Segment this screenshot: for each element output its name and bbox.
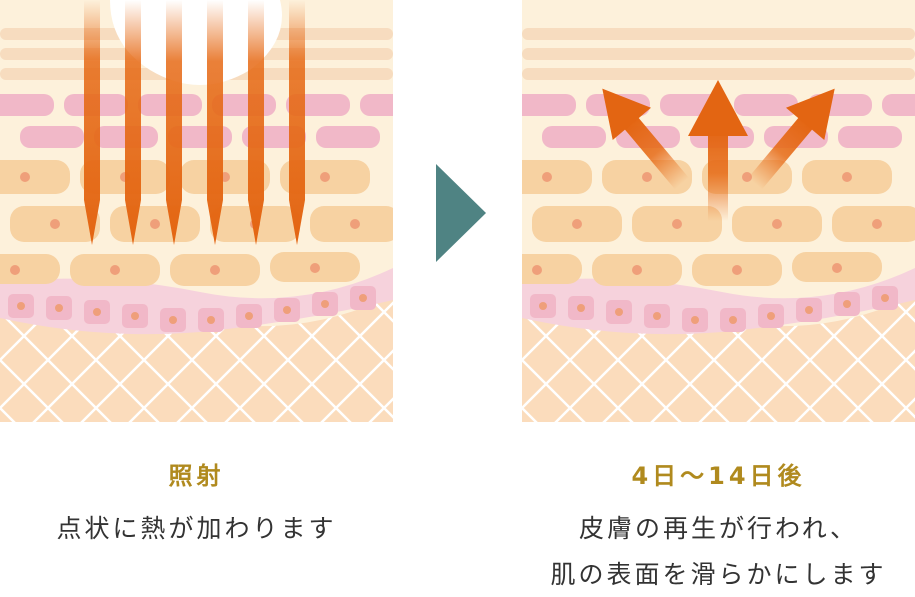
arrow-up-right-icon bbox=[748, 88, 835, 190]
after-period-title: 4日〜14日後 bbox=[631, 462, 806, 490]
regeneration-arrows bbox=[602, 80, 835, 221]
regeneration-description-line2: 肌の表面を滑らかにします bbox=[550, 560, 887, 589]
laser-beam bbox=[207, 0, 223, 245]
triangle-right-icon bbox=[436, 164, 486, 262]
regeneration-skin-diagram bbox=[522, 0, 915, 422]
arrow-up-icon bbox=[688, 80, 748, 221]
laser-beam bbox=[84, 0, 100, 245]
laser-beam bbox=[125, 0, 141, 245]
laser-beam bbox=[166, 0, 182, 245]
laser-beam bbox=[248, 0, 264, 245]
laser-beams bbox=[84, 0, 305, 245]
irradiation-hole bbox=[110, 0, 282, 85]
arrow-up-left-icon bbox=[602, 88, 689, 190]
horny-layer bbox=[522, 28, 915, 80]
irradiation-description: 点状に熱が加わります bbox=[56, 514, 337, 543]
basal-nuclei bbox=[17, 294, 367, 324]
irradiation-title: 照射 bbox=[168, 462, 225, 490]
irradiation-skin-diagram bbox=[0, 0, 393, 422]
regeneration-description-line1: 皮膚の再生が行われ、 bbox=[578, 514, 858, 543]
laser-beam bbox=[289, 0, 305, 245]
